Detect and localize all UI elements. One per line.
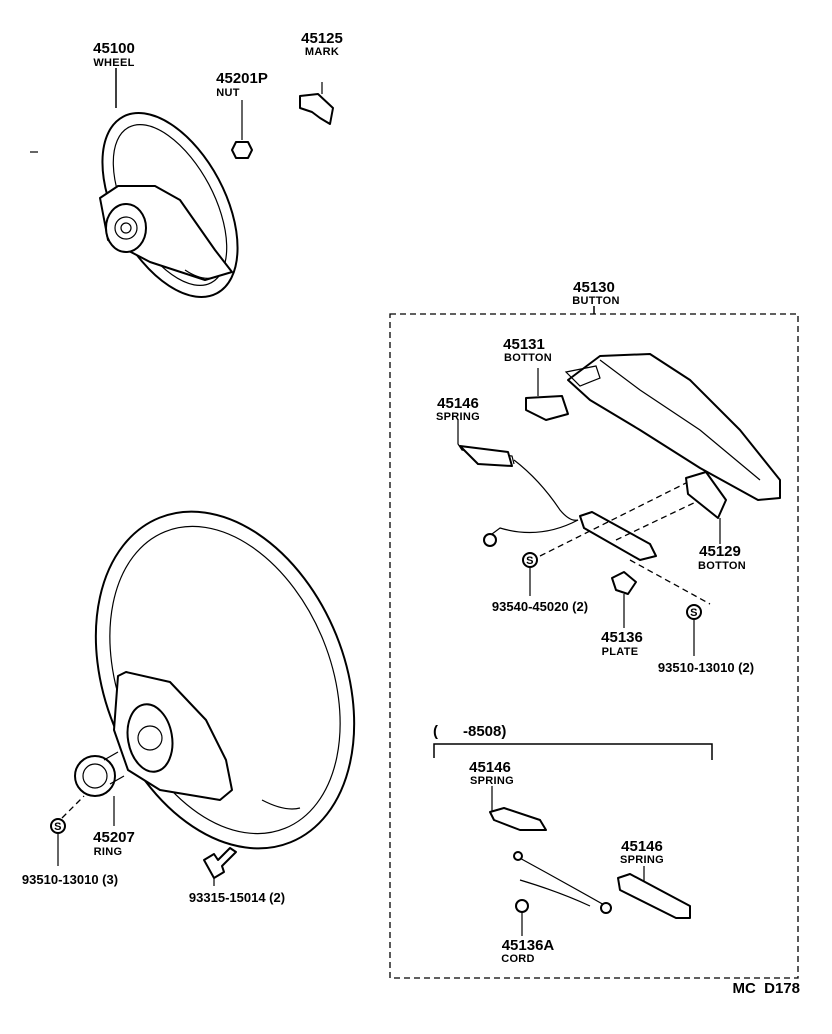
svg-text:S: S	[54, 821, 62, 833]
nut-part	[231, 100, 253, 159]
spring-top-part	[457, 420, 579, 547]
svg-text:S: S	[526, 555, 534, 567]
contact-plate-part	[539, 475, 711, 605]
spring-low-part	[617, 866, 691, 919]
svg-text:45136: 45136	[601, 629, 643, 646]
screw-s-symbol-b: S	[686, 604, 702, 656]
bolt-part	[203, 847, 237, 886]
svg-text:NUT: NUT	[216, 87, 240, 99]
label-nut: 45201P NUT	[216, 70, 268, 99]
svg-text:MARK: MARK	[305, 46, 339, 58]
svg-text:93510-13010 (2): 93510-13010 (2)	[658, 660, 754, 675]
label-spring-mid: 45146 SPRING	[469, 759, 514, 787]
svg-text:45207: 45207	[93, 829, 135, 846]
label-button: 45130 BUTTON	[572, 279, 619, 307]
svg-text:45136A: 45136A	[502, 937, 555, 954]
svg-text:BUTTON: BUTTON	[572, 295, 619, 307]
svg-text:45146: 45146	[469, 759, 511, 776]
svg-text:93540-45020 (2): 93540-45020 (2)	[492, 599, 588, 614]
label-screw-b: 93510-13010 (2)	[658, 660, 754, 675]
label-mark: 45125 MARK	[301, 30, 343, 58]
svg-text:93510-13010 (3): 93510-13010 (3)	[22, 872, 118, 887]
svg-text:45130: 45130	[573, 279, 615, 296]
footer-code: MC D178	[732, 980, 800, 997]
label-bolt: 93315-15014 (2)	[189, 890, 285, 905]
plate-part	[611, 571, 637, 628]
svg-text:93315-15014 (2): 93315-15014 (2)	[189, 890, 285, 905]
steering-wheel-upper	[99, 112, 239, 298]
svg-text:45125: 45125	[301, 30, 343, 47]
screw-s-symbol-c: S	[50, 818, 66, 866]
label-ring: 45207 RING	[93, 829, 135, 858]
cord-part	[513, 851, 612, 936]
label-screw-a: 93540-45020 (2)	[492, 599, 588, 614]
spring-mid-part	[489, 786, 547, 831]
svg-text:45131: 45131	[503, 336, 545, 353]
svg-text:SPRING: SPRING	[620, 854, 664, 866]
svg-text:BOTTON: BOTTON	[698, 560, 746, 572]
svg-text:SPRING: SPRING	[436, 411, 480, 423]
svg-text:RING: RING	[94, 846, 123, 858]
horn-pad-part	[564, 353, 781, 501]
svg-text:45129: 45129	[699, 543, 741, 560]
svg-text:S: S	[690, 607, 698, 619]
mark-part	[299, 82, 334, 125]
button-insert-part	[525, 368, 569, 421]
label-screw-ring: 93510-13010 (3)	[22, 872, 118, 887]
svg-text:45146: 45146	[437, 395, 479, 412]
svg-text:( -8508): ( -8508)	[433, 723, 506, 740]
svg-text:MC D178: MC D178	[732, 980, 800, 997]
svg-text:CORD: CORD	[501, 953, 535, 965]
svg-text:WHEEL: WHEEL	[93, 57, 134, 69]
svg-text:PLATE: PLATE	[602, 646, 639, 658]
svg-text:BOTTON: BOTTON	[504, 352, 552, 364]
svg-text:45146: 45146	[621, 838, 663, 855]
label-date-range: ( -8508)	[433, 723, 506, 740]
svg-text:45201P: 45201P	[216, 70, 268, 87]
label-button-inner: 45131 BOTTON	[503, 336, 552, 364]
ring-part	[61, 751, 125, 826]
label-cord: 45136A CORD	[501, 937, 554, 965]
svg-text:SPRING: SPRING	[470, 775, 514, 787]
label-spring-top: 45146 SPRING	[436, 395, 480, 423]
label-plate: 45136 PLATE	[601, 629, 643, 658]
svg-text:45100: 45100	[93, 40, 135, 57]
bottom-button-part	[685, 471, 727, 544]
label-spring-low: 45146 SPRING	[620, 838, 664, 866]
screw-s-symbol-a: S	[522, 552, 538, 596]
steering-wheel-lower	[94, 510, 356, 850]
label-bottom-button: 45129 BOTTON	[698, 543, 746, 572]
label-wheel: 45100 WHEEL	[93, 40, 135, 69]
